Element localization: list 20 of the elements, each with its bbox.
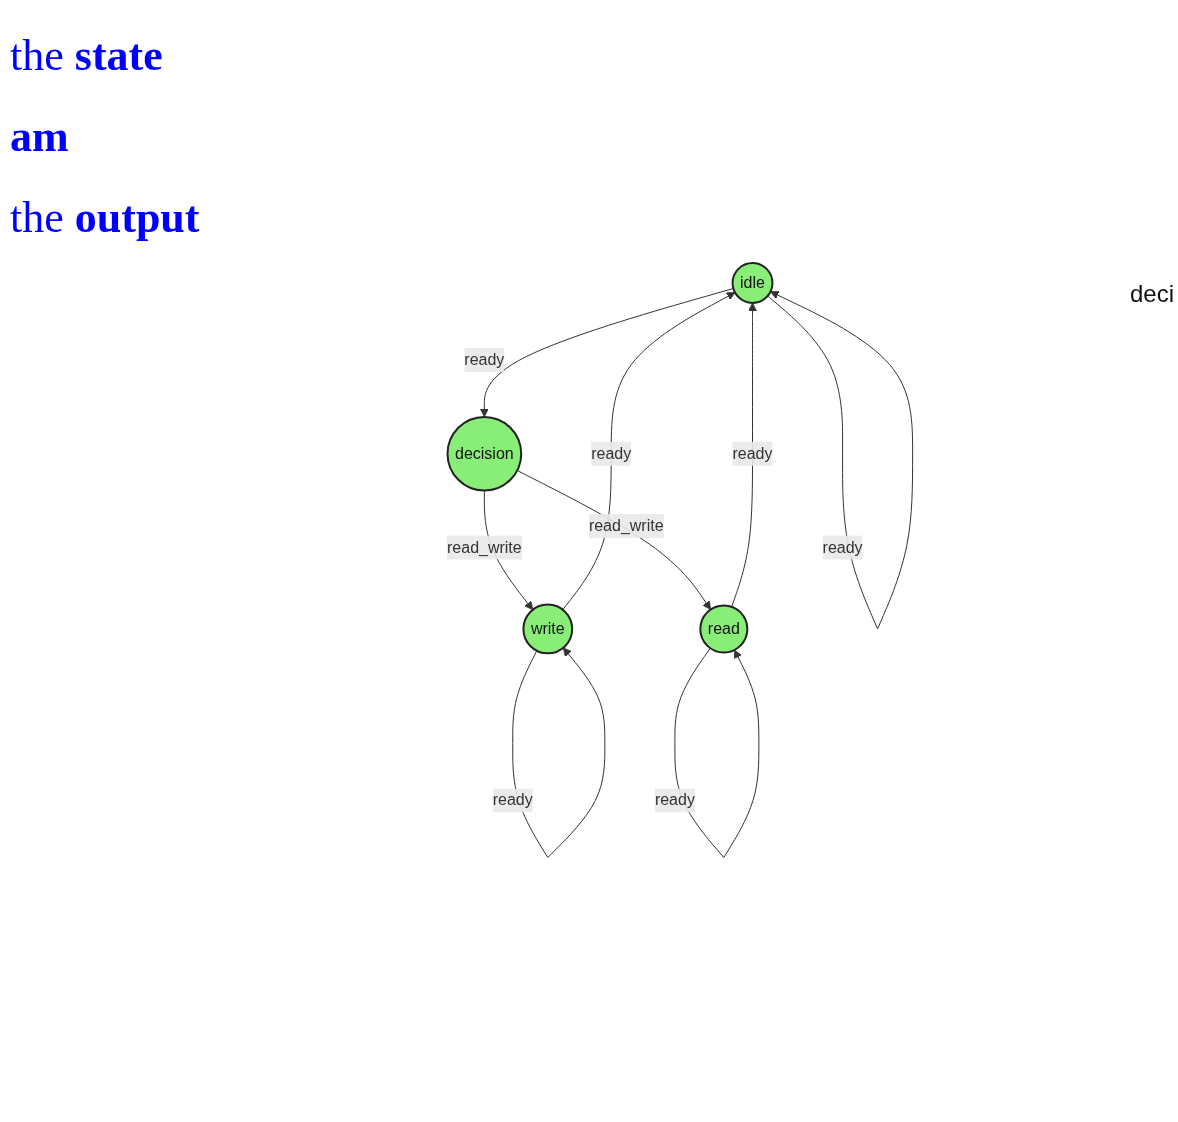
node-circle: decision [446, 415, 523, 492]
caption-text: the output [10, 192, 201, 243]
edge-label: ready [591, 444, 632, 462]
edge-label: ready [655, 791, 696, 809]
edge-label: ready [822, 538, 863, 556]
node-circle: idle [731, 261, 774, 304]
edge-label: read_write [447, 538, 522, 556]
label-text: deci [1129, 280, 1174, 307]
arrow [731, 302, 758, 607]
node-circle: read [699, 604, 749, 654]
arrow [516, 469, 712, 610]
node-circle: write [522, 603, 574, 655]
edge-label: ready [492, 791, 533, 809]
edge-label: ready [732, 444, 773, 462]
arrow [562, 291, 736, 610]
caption-text: the state [10, 30, 164, 81]
caption-text: am [10, 111, 70, 162]
arrow [480, 287, 734, 417]
edge-label: read_write [589, 516, 664, 534]
edge-label: ready [464, 350, 505, 368]
